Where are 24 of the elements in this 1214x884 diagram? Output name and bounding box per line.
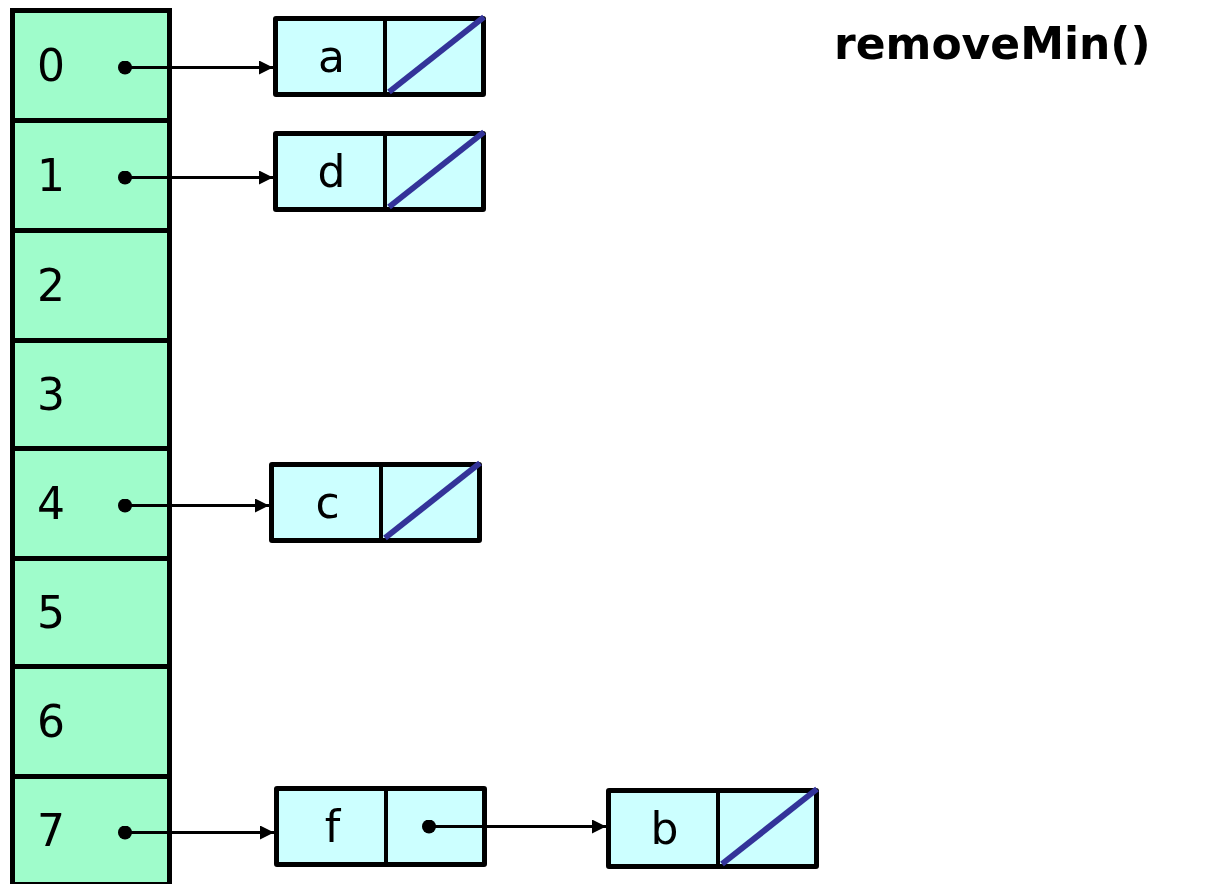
index-label: 3 bbox=[37, 372, 65, 417]
node-value: c bbox=[314, 480, 341, 525]
title: removeMin() bbox=[834, 18, 1151, 69]
index-label: 6 bbox=[37, 699, 65, 744]
index-label: 0 bbox=[37, 43, 65, 88]
list-node bbox=[269, 462, 482, 543]
node-value: f bbox=[323, 804, 342, 849]
index-label: 2 bbox=[37, 263, 65, 308]
list-node bbox=[273, 131, 486, 212]
pointer-arrow bbox=[422, 819, 606, 834]
index-label: 5 bbox=[37, 590, 65, 635]
node-value: d bbox=[316, 149, 347, 194]
index-label: 1 bbox=[37, 153, 65, 198]
node-value: a bbox=[317, 34, 346, 79]
list-node bbox=[606, 788, 819, 869]
pointer-arrow bbox=[118, 825, 274, 840]
pointer-arrow bbox=[118, 60, 273, 75]
index-label: 7 bbox=[37, 808, 65, 853]
index-label: 4 bbox=[37, 481, 65, 526]
list-node bbox=[273, 16, 486, 97]
pointer-arrow bbox=[118, 170, 273, 185]
node-value: b bbox=[649, 806, 680, 851]
pointer-arrow bbox=[118, 498, 269, 513]
list-node bbox=[274, 786, 487, 867]
